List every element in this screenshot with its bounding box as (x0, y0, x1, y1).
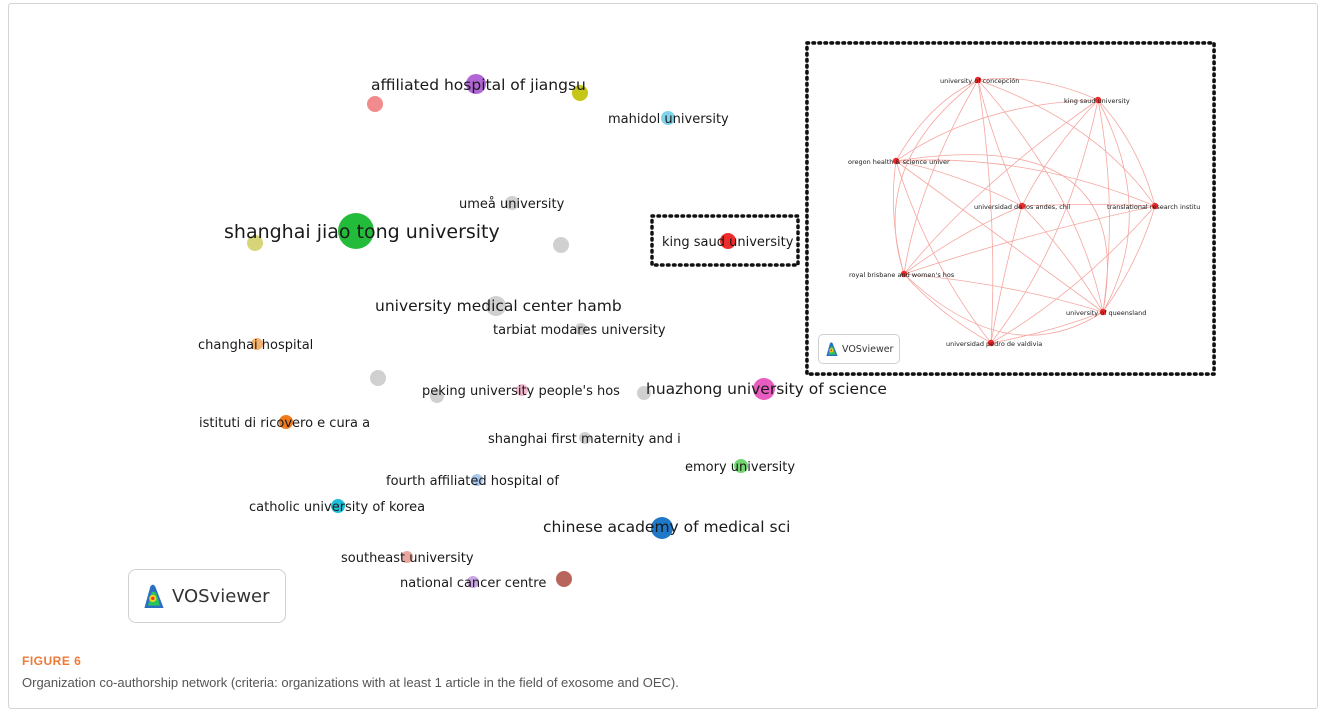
node-label: fourth affiliated hospital of (386, 474, 559, 489)
inset-edge (903, 79, 979, 275)
network-node (637, 386, 651, 400)
network-node (331, 499, 345, 513)
inset-label: royal brisbane and women's hos (849, 271, 955, 279)
network-node (556, 571, 572, 587)
inset-edge (977, 79, 1023, 207)
inset-label: university of queensland (1066, 309, 1146, 317)
vosviewer-text: VOSviewer (842, 343, 894, 355)
figure-caption: Organization co-authorship network (crit… (22, 675, 679, 690)
network-node (720, 233, 736, 249)
inset-label: university of concepción (940, 77, 1019, 85)
vosviewer-logo: VOSviewer (128, 569, 286, 623)
inset-edge (895, 160, 1104, 313)
node-label: mahidol university (608, 112, 729, 127)
node-label: national cancer centre (400, 576, 546, 591)
vosviewer-logo-inset: VOSviewer (818, 334, 900, 364)
inset-network: university of concepción king saud unive… (808, 43, 1215, 374)
node-label: chinese academy of medical sci (543, 518, 790, 536)
network-node (430, 389, 444, 403)
inset-edge (903, 205, 1156, 275)
node-label: peking university people's hos (422, 384, 620, 399)
inset-edge (1021, 99, 1099, 207)
inset-label: universidad de los andes, chil (974, 203, 1071, 211)
network-node (279, 415, 293, 429)
inset-edge (990, 205, 1023, 344)
node-label: king saud university (662, 235, 794, 250)
inset-edge (1021, 205, 1104, 313)
inset-edge (895, 160, 992, 344)
node-label: shanghai jiao tong university (224, 221, 500, 243)
node-label: university medical center hamb (375, 297, 622, 315)
inset-label: universidad pedro de valdivia (946, 340, 1042, 348)
network-node (370, 370, 386, 386)
network-node (401, 551, 413, 563)
network-node (471, 474, 483, 486)
network-node (753, 378, 775, 400)
inset-label: king saud university (1064, 97, 1130, 105)
node-label: southeast university (341, 551, 474, 566)
network-node (466, 74, 486, 94)
figure-label: FIGURE 6 (22, 654, 82, 668)
network-node (651, 517, 673, 539)
inset-label: translational research institu (1107, 203, 1200, 211)
network-node (516, 384, 528, 396)
network-node (553, 237, 569, 253)
node-label: catholic university of korea (249, 500, 425, 515)
inset-edge (895, 79, 979, 162)
network-node (579, 432, 591, 444)
network-node (251, 338, 263, 350)
inset-edge (990, 99, 1099, 344)
vosviewer-text: VOSviewer (172, 585, 270, 607)
node-label: changhai hospital (198, 338, 313, 353)
network-node (367, 96, 383, 112)
network-node (338, 213, 374, 249)
inset-edge (903, 99, 1099, 275)
network-node (247, 235, 263, 251)
node-label: emory university (685, 460, 795, 475)
node-label: shanghai first maternity and i (488, 432, 681, 447)
inset-edge (895, 160, 1023, 207)
network-node (467, 576, 479, 588)
network-node (572, 85, 588, 101)
node-label: tarbiat modares university (493, 323, 666, 338)
highlight-box-king-saud (650, 214, 800, 267)
network-node (486, 296, 506, 316)
node-label: huazhong university of science (646, 380, 887, 398)
network-node (734, 459, 748, 473)
node-label: umeå university (459, 197, 565, 212)
network-node (661, 111, 675, 125)
node-label: affiliated hospital of jiangsu (371, 76, 586, 94)
vosviewer-icon (826, 342, 838, 356)
network-node (505, 196, 519, 210)
vosviewer-icon (144, 584, 164, 608)
inset-label: oregon health & science univer (848, 158, 950, 166)
network-node (575, 323, 587, 335)
node-label: istituti di ricovero e cura a (199, 416, 370, 431)
inset-edge (1097, 99, 1156, 207)
inset-edge (894, 79, 979, 275)
